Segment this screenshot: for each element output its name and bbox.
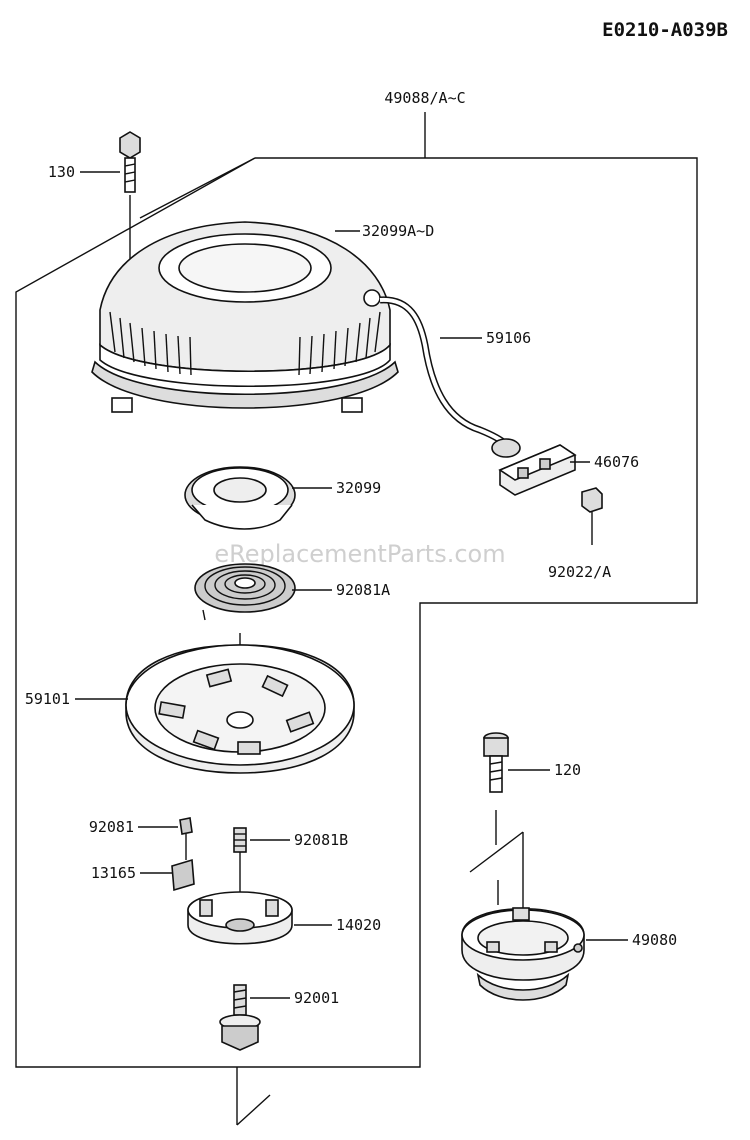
starter-cable[interactable] xyxy=(379,296,513,451)
label-32099a-d: 32099A~D xyxy=(362,222,434,240)
label-92081: 92081 xyxy=(89,818,134,836)
label-59106: 59106 xyxy=(486,329,531,347)
ratchet-pawl[interactable] xyxy=(171,858,195,892)
bolt-92001[interactable] xyxy=(219,984,261,1051)
label-92001: 92001 xyxy=(294,989,339,1007)
recoil-spring[interactable] xyxy=(194,563,296,621)
bolt-120[interactable] xyxy=(483,732,509,845)
ratchet-cup[interactable] xyxy=(187,891,293,945)
spring-case[interactable] xyxy=(184,466,296,530)
label-13165: 13165 xyxy=(91,864,136,882)
reel-pulley[interactable] xyxy=(125,644,355,774)
label-32099: 32099 xyxy=(336,479,381,497)
pawl-spring[interactable] xyxy=(179,817,193,860)
label-49088-a-c: 49088/A~C xyxy=(384,89,465,107)
assembly-guide-lines xyxy=(469,831,524,912)
pulley-starter[interactable] xyxy=(461,907,585,1001)
label-120: 120 xyxy=(554,761,581,779)
label-49080: 49080 xyxy=(632,931,677,949)
label-59101: 59101 xyxy=(25,690,70,708)
label-92081b: 92081B xyxy=(294,831,348,849)
label-92022-a: 92022/A xyxy=(548,563,611,581)
cup-spring[interactable] xyxy=(233,827,247,905)
label-46076: 46076 xyxy=(594,453,639,471)
label-92081a: 92081A xyxy=(336,581,390,599)
assembly-outline xyxy=(15,112,698,1126)
label-14020: 14020 xyxy=(336,916,381,934)
watermark: eReplacementParts.com xyxy=(214,540,505,568)
diagram-code: E0210-A039B xyxy=(602,19,728,41)
recoil-case[interactable] xyxy=(91,221,399,413)
label-130: 130 xyxy=(48,163,75,181)
handle-insert[interactable] xyxy=(581,487,603,545)
starter-handle[interactable] xyxy=(491,438,577,496)
